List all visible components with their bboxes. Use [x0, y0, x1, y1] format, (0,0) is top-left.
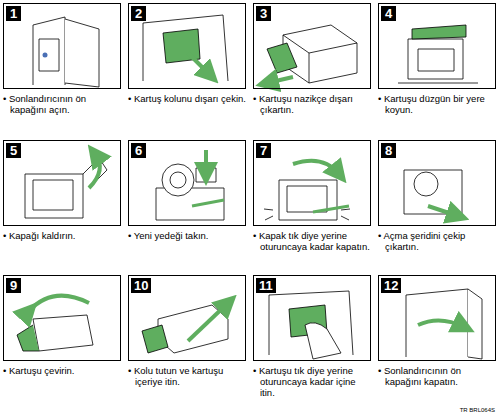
step-panel: 3 • Kartuşu nazikçe dışarı çıkartın.: [253, 3, 371, 115]
step-caption: • Kartuşu düzgün bir yere koyun.: [378, 93, 496, 115]
turn-cartridge: [17, 296, 93, 351]
panel-frame: 6: [128, 140, 246, 226]
step-panel: 4 • Kartuşu düzgün bir yere koyun.: [378, 3, 496, 115]
figure-code: TR BRL064S: [460, 407, 495, 413]
panel-frame: 7: [253, 140, 371, 226]
callout-number: 5: [6, 143, 21, 158]
panel-frame: 5: [3, 140, 121, 226]
panel-frame: 10: [128, 275, 246, 361]
hand-push: [269, 291, 353, 359]
panel-frame: 3: [253, 3, 371, 89]
step-panel: 11 • Kartuşu tık diye yerine oturuncaya k…: [253, 275, 371, 398]
step-caption: • Açma şeridini çekip çıkartın.: [378, 230, 496, 252]
push-cartridge-in: [142, 303, 228, 353]
callout-number: 3: [256, 6, 271, 21]
callout-number: 2: [131, 6, 146, 21]
step-panel: 10 • Kolu tutun ve kartuşu içeriye itin.: [128, 275, 246, 387]
panel-frame: 1: [3, 3, 121, 89]
step-caption: • Kartuşu nazikçe dışarı çıkartın.: [253, 93, 371, 115]
step-panel: 12 • Sonlandırıcının ön kapağını kapatın.: [378, 275, 496, 387]
step-caption: • Kartuşu tık diye yerine oturuncaya kad…: [253, 365, 371, 398]
finisher-door-open: [33, 17, 99, 87]
panel-frame: 2: [128, 3, 246, 89]
panel-frame: 11: [253, 275, 371, 361]
close-cover: [264, 161, 350, 220]
pull-strip: [404, 170, 462, 216]
lift-cover: [25, 154, 107, 218]
step-panel: 7 • Kapak tık diye yerine oturuncaya kada…: [253, 140, 371, 252]
step-caption: • Kapak tık diye yerine oturuncaya kadar…: [253, 230, 371, 252]
callout-number: 1: [6, 6, 21, 21]
callout-number: 9: [6, 278, 21, 293]
step-caption: • Kolu tutun ve kartuşu içeriye itin.: [128, 365, 246, 387]
panel-frame: 4: [378, 3, 496, 89]
panel-frame: 12: [378, 275, 496, 361]
step-caption: • Sonlandırıcının ön kapağını açın.: [3, 93, 121, 115]
step-panel: 9 • Kartuşu çevirin.: [3, 275, 121, 376]
step-caption: • Sonlandırıcının ön kapağını kapatın.: [378, 365, 496, 387]
step-caption: • Kapağı kaldırın.: [3, 230, 121, 241]
step-panel: 5 • Kapağı kaldırın.: [3, 140, 121, 241]
step-caption: • Kartuşu çevirin.: [3, 365, 121, 376]
step-caption: • Yeni yedeği takın.: [128, 230, 246, 241]
callout-number: 11: [256, 278, 276, 293]
panel-frame: 9: [3, 275, 121, 361]
callout-number: 8: [381, 143, 396, 158]
cartridge-pull-out: [267, 25, 357, 83]
cartridge-on-table: [398, 25, 478, 83]
step-panel: 2 • Kartuş kolunu dışarı çekin.: [128, 3, 246, 104]
step-panel: 6 • Yeni yedeği takın.: [128, 140, 246, 241]
panel-frame: 8: [378, 140, 496, 226]
insert-refill: [156, 150, 224, 220]
callout-number: 4: [381, 6, 396, 21]
callout-number: 12: [381, 278, 401, 293]
cartridge-lever: [143, 15, 228, 81]
callout-number: 6: [131, 143, 146, 158]
step-caption: • Kartuş kolunu dışarı çekin.: [128, 93, 246, 104]
step-panel: 1 • Sonlandırıcının ön kapağını açın.: [3, 3, 121, 115]
close-front-door: [406, 289, 482, 359]
callout-number: 10: [131, 278, 151, 293]
step-panel: 8 • Açma şeridini çekip çıkartın.: [378, 140, 496, 252]
callout-number: 7: [256, 143, 271, 158]
